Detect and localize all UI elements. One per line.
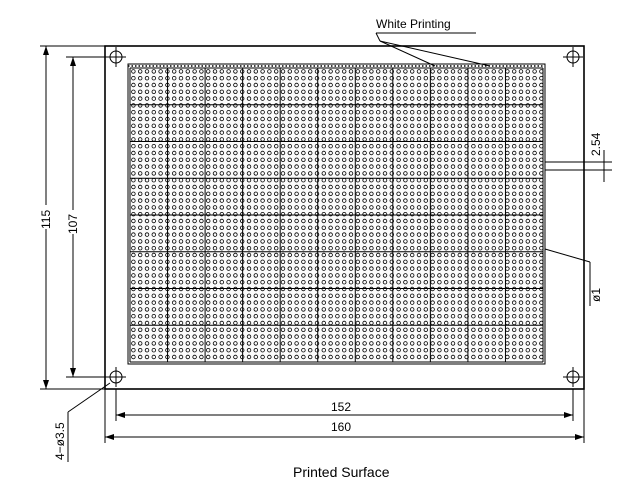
- pitch-label: 2.54: [589, 132, 603, 156]
- hole-diameter-label: ø1: [589, 288, 603, 302]
- board-outline: [104, 45, 585, 390]
- white-printing-label: White Printing: [376, 17, 451, 31]
- grid-area: [127, 63, 546, 365]
- white-printing-leader-2: [379, 40, 491, 67]
- pads: [131, 69, 544, 360]
- mounting-hole-br: [563, 367, 583, 387]
- white-printing-leader-1: [379, 40, 436, 67]
- board-height-label: 115: [39, 210, 53, 229]
- grid-height-label: 107: [66, 214, 80, 234]
- mount-holes-leader: [67, 382, 111, 413]
- grid-width-label: 152: [331, 400, 351, 414]
- hole-diameter-leader: [544, 248, 591, 263]
- mount-holes-label: 4−ø3.5: [53, 422, 67, 460]
- board-width-label: 160: [331, 420, 351, 434]
- caption: Printed Surface: [293, 464, 390, 480]
- pad-array: [131, 69, 544, 360]
- mounting-hole-tr: [563, 47, 583, 67]
